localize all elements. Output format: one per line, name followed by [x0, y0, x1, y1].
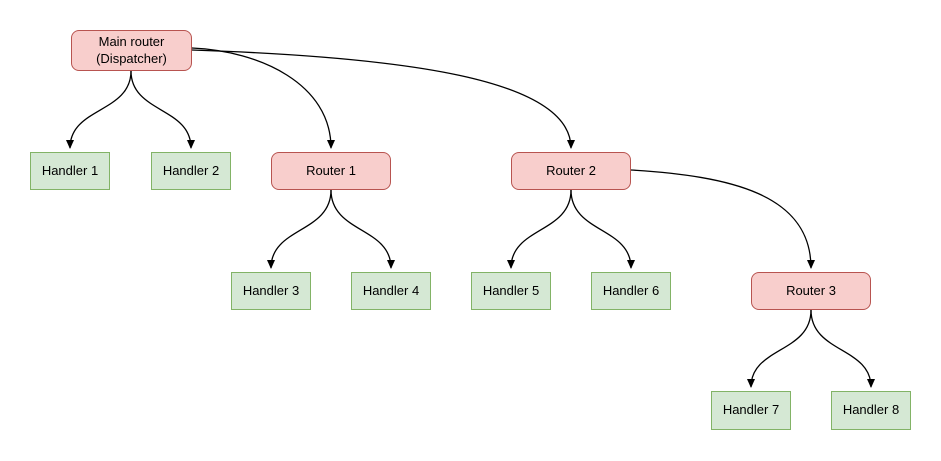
edge-main-to-router1 [191, 47, 335, 149]
node-router-2: Router 2 [511, 152, 631, 190]
edge-router2-to-handler5 [507, 189, 572, 269]
node-handler-4: Handler 4 [351, 272, 431, 310]
node-router-1: Router 1 [271, 152, 391, 190]
node-handler-8: Handler 8 [831, 391, 911, 430]
node-handler-2: Handler 2 [151, 152, 231, 190]
edge-router2-to-router3 [630, 169, 815, 269]
edge-main-to-router2 [191, 49, 575, 149]
edge-router3-to-handler7 [747, 309, 812, 388]
edge-main-to-handler1 [66, 70, 132, 149]
node-handler-7: Handler 7 [711, 391, 791, 430]
node-handler-5: Handler 5 [471, 272, 551, 310]
node-handler-6: Handler 6 [591, 272, 671, 310]
node-handler-1: Handler 1 [30, 152, 110, 190]
node-main-router: Main router (Dispatcher) [71, 30, 192, 71]
edge-router1-to-handler3 [267, 189, 332, 269]
node-router-3: Router 3 [751, 272, 871, 310]
edge-router2-to-handler6 [570, 189, 635, 269]
node-handler-3: Handler 3 [231, 272, 311, 310]
edge-router3-to-handler8 [810, 309, 875, 388]
edge-main-to-handler2 [130, 70, 195, 149]
edge-router1-to-handler4 [330, 189, 395, 269]
